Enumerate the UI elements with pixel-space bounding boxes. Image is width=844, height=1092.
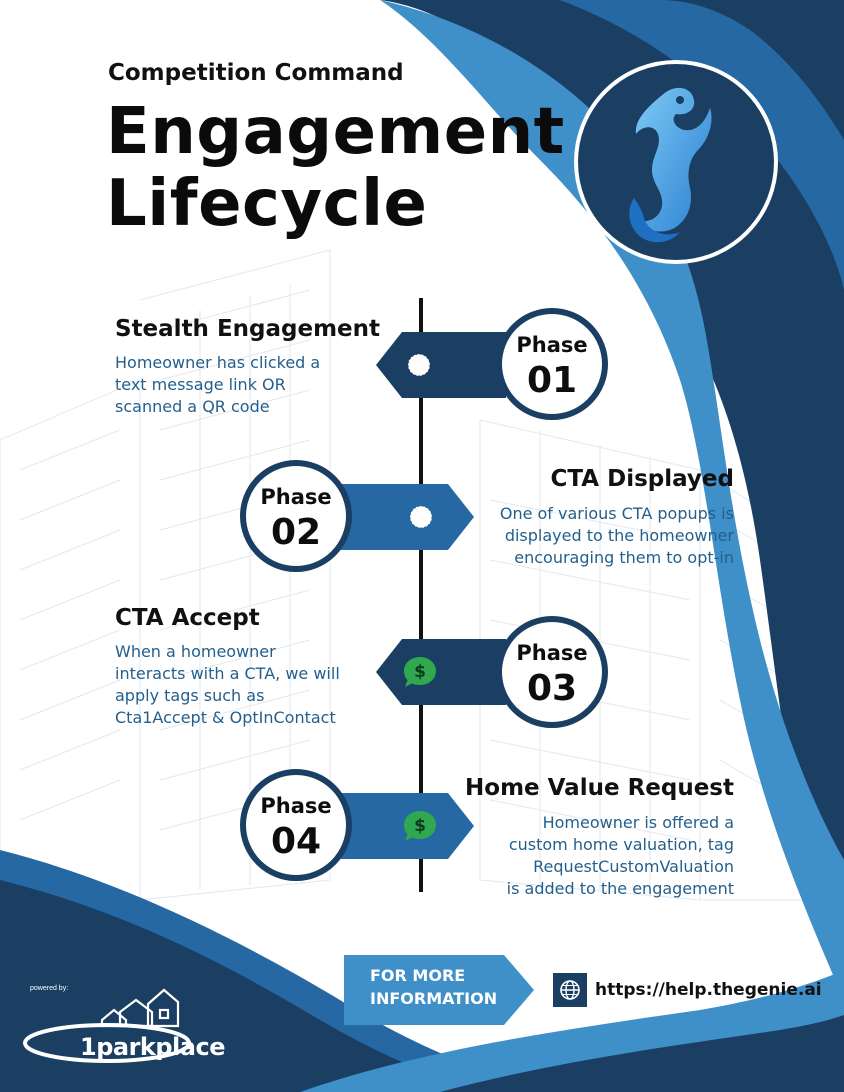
title-line-2: Lifecycle	[106, 167, 428, 241]
phase-2-description: One of various CTA popups is displayed t…	[500, 503, 734, 569]
phase-label: Phase	[260, 485, 332, 509]
page-title: Engagement Lifecycle	[106, 96, 565, 240]
subtitle: Competition Command	[108, 60, 404, 86]
dollar-chat-icon: $	[404, 811, 436, 841]
phase-label: Phase	[260, 794, 332, 818]
cta-line-1: FOR MORE	[370, 966, 466, 985]
globe-icon	[553, 973, 587, 1007]
cta-line-2: INFORMATION	[370, 989, 498, 1008]
desc-line: text message link OR	[115, 375, 286, 394]
phase-number: 02	[270, 512, 322, 553]
desc-line: is added to the engagement	[506, 879, 734, 898]
desc-line: Cta1Accept & OptInContact	[115, 708, 336, 727]
phase-1-description: Homeowner has clicked a text message lin…	[115, 352, 320, 418]
powered-by-label: powered by:	[30, 985, 69, 992]
svg-text:$: $	[414, 662, 426, 682]
phase-1-badge: Phase 01	[496, 308, 608, 420]
phase-label: Phase	[516, 333, 588, 357]
desc-line: RequestCustomValuation	[533, 857, 734, 876]
phase-label: Phase	[516, 641, 588, 665]
desc-line: encouraging them to opt-in	[514, 548, 734, 567]
help-url-link[interactable]: https://help.thegenie.ai	[595, 980, 822, 1000]
more-info-arrow	[344, 955, 534, 1025]
swoosh-logo	[23, 1023, 191, 1063]
desc-line: displayed to the homeowner	[504, 526, 734, 545]
desc-line: Homeowner is offered a	[542, 813, 734, 832]
phase-2-heading: CTA Displayed	[550, 466, 734, 492]
phase-4-description: Homeowner is offered a custom home valua…	[507, 812, 734, 900]
dollar-chat-icon: $	[404, 657, 436, 687]
svg-text:$: $	[414, 816, 426, 836]
desc-line: scanned a QR code	[115, 397, 270, 416]
desc-line: Homeowner has clicked a	[115, 353, 321, 372]
phase-1-heading: Stealth Engagement	[115, 316, 381, 342]
phase-3-arrow	[376, 639, 506, 705]
desc-line: One of various CTA popups is	[499, 504, 734, 523]
more-info-button[interactable]: FOR MORE INFORMATION	[344, 955, 498, 1025]
phase-3-description: When a homeowner interacts with a CTA, w…	[115, 641, 340, 729]
phase-2-arrow	[340, 484, 474, 550]
circle-dot-icon	[409, 505, 433, 529]
title-line-1: Engagement	[106, 95, 565, 169]
desc-line: interacts with a CTA, we will	[115, 664, 340, 683]
desc-line: apply tags such as	[115, 686, 265, 705]
phase-number: 01	[526, 360, 578, 401]
phase-4-heading: Home Value Request	[465, 775, 734, 801]
circle-dot-icon	[407, 353, 431, 377]
phase-3-heading: CTA Accept	[115, 605, 260, 631]
phase-4-badge: Phase 04	[240, 769, 352, 881]
desc-line: custom home valuation, tag	[508, 835, 734, 854]
phase-number: 04	[270, 821, 322, 862]
genie-logo-icon	[629, 87, 712, 243]
phase-1-arrow	[376, 332, 506, 398]
desc-line: When a homeowner	[115, 642, 276, 661]
phase-2-badge: Phase 02	[240, 460, 352, 572]
timeline-line	[419, 298, 423, 892]
phase-3-badge: Phase 03	[496, 616, 608, 728]
brand-logo-text: 1parkplace	[80, 1033, 225, 1061]
phase-number: 03	[526, 668, 578, 709]
